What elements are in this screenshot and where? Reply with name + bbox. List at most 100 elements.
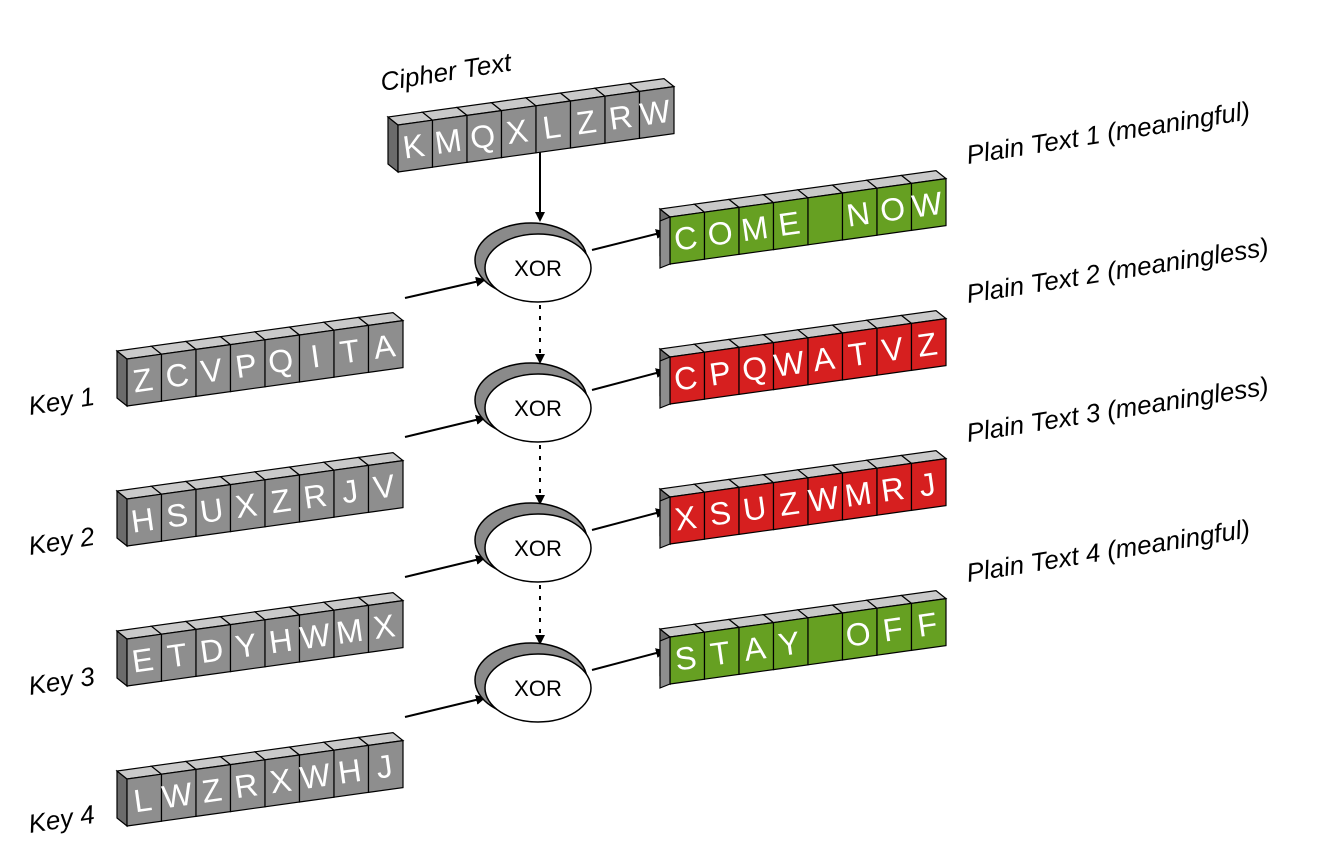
cell-letter: W (298, 616, 334, 656)
plaintext-lead-face (659, 356, 671, 409)
letter-cell: T (322, 316, 370, 378)
cell-letter: E (130, 641, 156, 680)
plaintext-2-arrow (591, 368, 666, 391)
letter-cell: N (831, 179, 879, 241)
cell-letter: N (844, 195, 872, 234)
xor-gate: XOR (474, 362, 592, 443)
plaintext-lead-face (659, 496, 671, 549)
letter-cell: Q (727, 333, 775, 396)
letter-cell: T (150, 620, 198, 682)
letter-cell: A (357, 311, 405, 374)
cell-letter: J (339, 472, 360, 510)
cell-letter: H (267, 622, 295, 661)
letter-cell: F (900, 589, 948, 652)
key-2-arrow (404, 415, 486, 438)
plaintext-4-arrow (591, 648, 666, 671)
connectors (404, 137, 666, 718)
key-4-label: Key 4 (26, 799, 96, 839)
letter-cell (796, 604, 844, 666)
xor-disc-face (484, 373, 592, 443)
cell-letter: K (401, 127, 427, 166)
letter-cell: M (727, 193, 775, 256)
letter-cell: R (288, 461, 336, 523)
cell-letter: M (843, 475, 874, 514)
letter-cell: Z (900, 309, 948, 372)
cell-letter: O (878, 190, 908, 229)
plaintext-lead-face (659, 636, 671, 689)
plaintext-3-arrow (591, 508, 666, 531)
cell-letter: Q (740, 349, 770, 388)
letter-cell: H (322, 736, 370, 798)
letter-cell: C (658, 203, 706, 266)
cell-letter: X (268, 762, 294, 801)
cell-front-face (910, 457, 947, 512)
plaintext-1-label: Plain Text 1 (meaningful) (964, 95, 1252, 169)
cell-front-face (367, 599, 404, 654)
letter-cell: W (288, 601, 336, 663)
letter-cell: W (796, 464, 844, 526)
cell-letter: R (232, 766, 260, 805)
letter-cell: W (150, 760, 198, 822)
cell-letter: O (843, 615, 873, 654)
cell-letter: X (673, 499, 699, 538)
xor-gate: XOR (474, 642, 592, 723)
cell-front-face (367, 459, 404, 514)
cell-letter: Y (233, 626, 259, 665)
letter-cell: Z (115, 345, 163, 408)
cell-letter: R (879, 470, 907, 509)
cell-side-face (387, 115, 399, 174)
letter-cell: A (796, 324, 844, 386)
letter-cell: E (762, 189, 810, 251)
letter-cell: W (288, 741, 336, 803)
xor-label: XOR (514, 676, 562, 701)
cell-letter: U (198, 491, 226, 530)
cell-front-face (367, 319, 404, 374)
letter-cell: Q (253, 326, 301, 388)
letter-cell: D (184, 615, 232, 678)
letter-cell: T (831, 319, 879, 381)
cell-letter: X (504, 112, 530, 151)
cell-letter: X (233, 486, 259, 525)
key-4-arrow (404, 695, 486, 718)
cell-letter: W (772, 344, 808, 384)
cell-letter: S (707, 494, 733, 533)
cell-side-face (116, 769, 128, 828)
letter-cell: V (357, 451, 405, 514)
letter-cell: S (693, 478, 741, 540)
plaintext-1-arrow (591, 229, 666, 251)
cell-letter: J (374, 748, 395, 786)
cell-letter: R (607, 98, 635, 137)
letter-cell: Y (762, 609, 810, 671)
letter-cell: W (762, 329, 810, 391)
letter-cell: K (386, 111, 434, 174)
letter-cell (796, 184, 844, 246)
cell-letter: M (433, 122, 464, 161)
letter-cell: O (831, 599, 879, 661)
cell-front-face (910, 597, 947, 652)
letter-cell: C (150, 340, 198, 402)
letter-cell: J (322, 456, 370, 518)
cell-letter: C (163, 356, 191, 395)
cell-letter: P (233, 346, 259, 385)
letter-cell: L (115, 765, 163, 828)
cell-letter: D (198, 631, 226, 670)
letter-cell: Q (455, 101, 503, 164)
plaintext-lead-face (659, 216, 671, 269)
cell-letter: Q (468, 117, 498, 156)
cell-letter: Q (266, 341, 296, 380)
cell-letter: C (672, 359, 700, 398)
key-3-label: Key 3 (26, 661, 97, 701)
cell-letter: L (131, 781, 154, 819)
cell-letter: Y (776, 624, 802, 663)
cell-side-face (116, 489, 128, 548)
plaintext-3-label: Plain Text 3 (meaningless) (964, 371, 1270, 448)
letter-cell: P (693, 338, 741, 400)
cell-letter: S (164, 496, 190, 535)
